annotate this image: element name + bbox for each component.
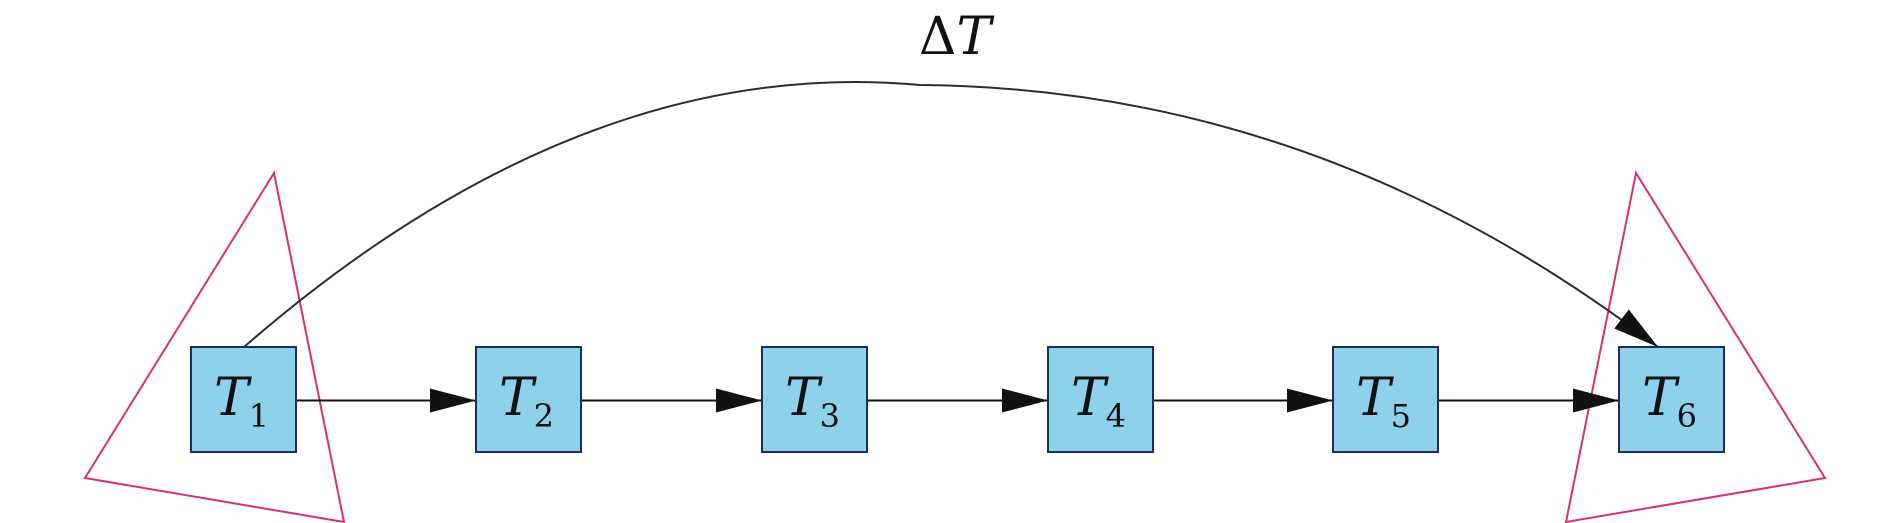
node-t3: T3 (761, 346, 868, 453)
node-t5: T5 (1332, 346, 1439, 453)
node-variable: T (214, 368, 252, 428)
node-label: T5 (1356, 368, 1411, 435)
triangle-right-outline (1564, 170, 1827, 523)
node-variable: T (785, 368, 823, 428)
node-t6: T6 (1618, 346, 1725, 453)
node-variable: T (499, 368, 537, 428)
node-label: T2 (499, 368, 554, 435)
delta-t-label: ΔT (919, 7, 995, 67)
node-box (190, 346, 297, 453)
node-box (1332, 346, 1439, 453)
node-box (1618, 346, 1725, 453)
node-label: T1 (214, 368, 269, 435)
node-label: T4 (1071, 368, 1126, 435)
node-subscript: 1 (249, 397, 269, 435)
node-variable: T (1356, 368, 1394, 428)
node-box (475, 346, 582, 453)
node-subscript: 3 (820, 397, 840, 435)
node-variable: T (1642, 368, 1680, 428)
node-box (1047, 346, 1154, 453)
node-variable: T (1071, 368, 1109, 428)
node-subscript: 5 (1391, 397, 1411, 435)
node-subscript: 2 (534, 397, 554, 435)
node-box (761, 346, 868, 453)
delta-t-arc (243, 81, 1659, 348)
node-t1: T1 (190, 346, 297, 453)
delta-symbol: Δ (919, 7, 957, 67)
triangle-left-outline (83, 170, 346, 523)
node-label: T6 (1642, 368, 1697, 435)
node-t2: T2 (475, 346, 582, 453)
node-label: T3 (785, 368, 840, 435)
node-t4: T4 (1047, 346, 1154, 453)
node-subscript: 6 (1677, 397, 1697, 435)
node-subscript: 4 (1106, 397, 1126, 435)
delta-variable: T (956, 7, 994, 67)
